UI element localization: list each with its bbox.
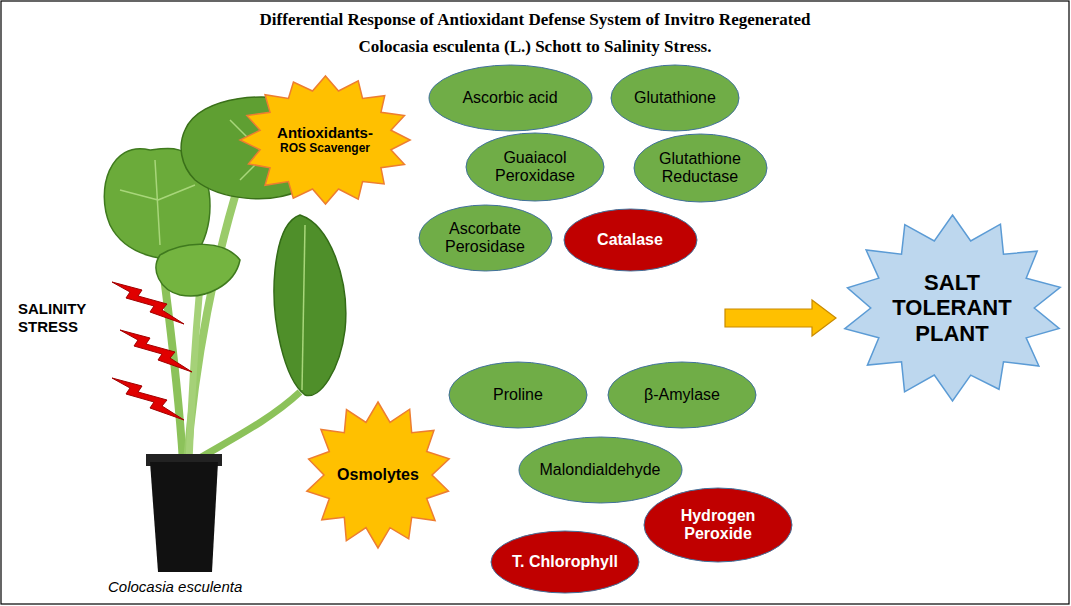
node-label: Proline (493, 386, 543, 404)
enzyme-oval: Guaiacol Peroxidase (465, 132, 605, 202)
node-text-box: β-Amylase (624, 361, 741, 429)
decreased-oval: Hydrogen Peroxide (643, 487, 793, 563)
starburst-shape (844, 215, 1059, 401)
starburst-shape (240, 76, 410, 204)
node-text-box: Malondialdehyde (536, 436, 665, 504)
node-label: Ascorbate Perosidase (433, 220, 538, 257)
oval-shape (634, 134, 767, 202)
node-label: Ascorbic acid (462, 89, 557, 107)
node-label: Guaiacol Peroxidase (481, 149, 590, 186)
node-text-box: Ascorbic acid (446, 64, 575, 132)
osmolyte-starburst: Osmolytes (303, 400, 453, 550)
node-label: Malondialdehyde (540, 461, 661, 479)
node-label: Glutathione (634, 89, 716, 107)
node-text-box: T. Chlorophyll (507, 530, 624, 594)
node-label: β-Amylase (644, 386, 720, 404)
lightning-bolts (112, 282, 192, 420)
oval-shape (564, 209, 697, 271)
oval-shape (429, 65, 592, 131)
node-text-box: Antioxidants-ROS Scavenger (269, 74, 381, 206)
species-label: Colocasia esculenta (108, 578, 278, 596)
enzyme-oval: β-Amylase (607, 361, 757, 429)
node-text-box: Ascorbate Perosidase (433, 204, 538, 272)
oval-shape (519, 437, 682, 503)
node-label: Hydrogen Peroxide (660, 507, 777, 544)
oval-shape (644, 488, 792, 562)
decreased-oval: T. Chlorophyll (490, 530, 640, 594)
node-text-box: Glutathione Reductase (648, 133, 753, 203)
oval-shape (449, 362, 587, 428)
node-text-box: SALT TOLERANT PLANT (887, 213, 1017, 403)
title: Differential Response of Antioxidant Def… (250, 6, 820, 60)
enzyme-oval: Glutathione Reductase (633, 133, 768, 203)
node-label: ROS Scavenger (280, 142, 370, 156)
oval-shape (419, 205, 552, 271)
antioxidant-oval: Ascorbic acid (428, 64, 593, 132)
block-arrow (725, 300, 836, 336)
node-label: T. Chlorophyll (512, 553, 618, 571)
node-label: Antioxidants- (277, 124, 373, 141)
node-text-box: Catalase (578, 208, 683, 272)
node-label: SALT TOLERANT PLANT (887, 270, 1017, 346)
node-text-box: Proline (464, 361, 573, 429)
osmolyte-oval: Proline (448, 361, 588, 429)
node-text-box: Osmolytes (333, 400, 424, 550)
oval-shape (466, 133, 604, 201)
oval-shape (611, 65, 739, 131)
node-text-box: Glutathione (625, 64, 726, 132)
stress-label: SALINITY STRESS (18, 300, 108, 336)
outcome-starburst: SALT TOLERANT PLANT (840, 213, 1065, 403)
antioxidant-oval: Glutathione (610, 64, 740, 132)
starburst-shape (307, 402, 449, 548)
node-label: Glutathione Reductase (648, 150, 753, 187)
node-text-box: Hydrogen Peroxide (660, 487, 777, 563)
decreased-oval: Catalase (563, 208, 698, 272)
marker-oval: Malondialdehyde (518, 436, 683, 504)
antioxidant-starburst: Antioxidants-ROS Scavenger (238, 74, 413, 206)
oval-shape (608, 362, 756, 428)
node-label: Catalase (597, 231, 663, 249)
enzyme-oval: Ascorbate Perosidase (418, 204, 553, 272)
node-label: Osmolytes (337, 466, 419, 484)
node-text-box: Guaiacol Peroxidase (481, 132, 590, 202)
oval-shape (491, 531, 639, 593)
